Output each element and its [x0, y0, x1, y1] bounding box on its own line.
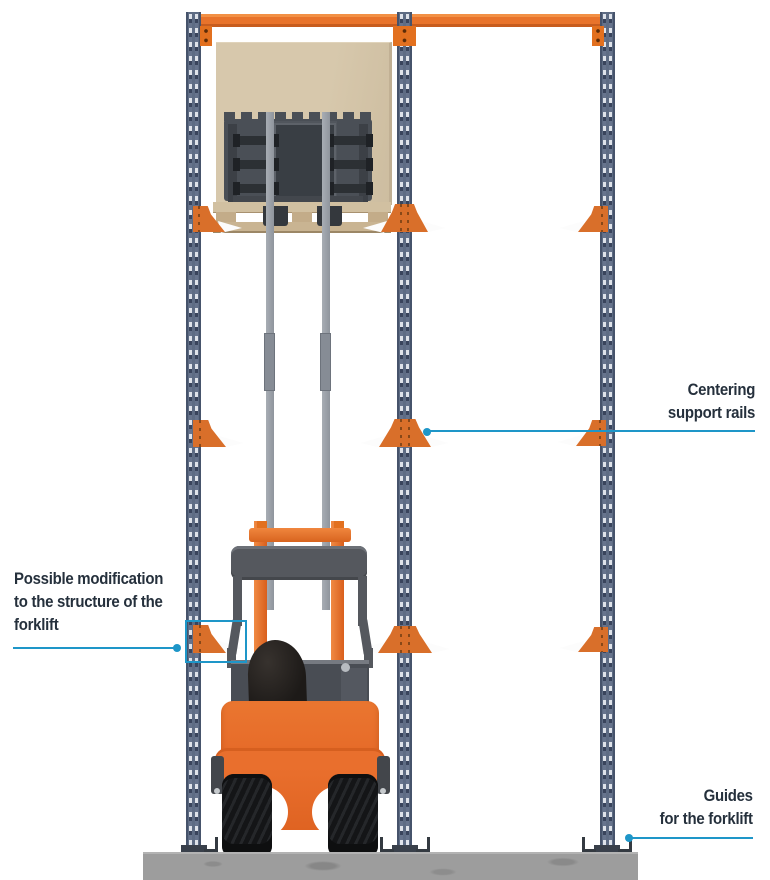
- side-marker-right: [380, 788, 386, 794]
- label-line: forklift: [14, 615, 59, 634]
- carriage-rod: [327, 134, 373, 147]
- side-step-left: [211, 756, 224, 794]
- centering-bracket: [193, 420, 226, 447]
- side-marker-left: [214, 788, 220, 794]
- label-line: to the structure of the: [14, 592, 163, 611]
- guard-leg-left: [227, 648, 236, 668]
- leader-line-centering: [429, 430, 755, 432]
- label-line: Guides: [703, 786, 753, 805]
- carriage-rod: [233, 182, 279, 195]
- centering-bracket: [378, 626, 432, 653]
- mast-crossbar-nub: [257, 521, 267, 529]
- forklift-guide: [618, 837, 632, 852]
- dashboard-knob: [341, 663, 350, 672]
- upright-base-plate: [392, 845, 418, 852]
- leader-dot-icon: [423, 428, 431, 436]
- carriage-teeth: [224, 112, 372, 121]
- wheel-right: [328, 774, 378, 858]
- pallet-block: [216, 212, 236, 222]
- label-possible-modification: Possible modification to the structure o…: [14, 567, 172, 636]
- beam-connector-middle: [393, 26, 416, 46]
- beam-connector-left: [200, 26, 212, 46]
- mast-section-left: [264, 333, 275, 391]
- label-line: for the forklift: [659, 809, 753, 828]
- carriage-rod: [327, 158, 373, 171]
- centering-bracket: [576, 420, 606, 446]
- upright-base-plate: [181, 845, 207, 852]
- leader-dot-icon: [625, 834, 633, 842]
- leader-line-modification: [13, 647, 177, 649]
- forklift-guide: [380, 837, 394, 852]
- upright-base-plate: [594, 845, 620, 852]
- label-line: Possible modification: [14, 569, 164, 588]
- carriage-side-plate-left: [228, 124, 237, 210]
- guard-leg-left: [233, 576, 242, 626]
- label-guides-forklift: Guides for the forklift: [660, 784, 753, 830]
- centering-bracket: [578, 206, 608, 232]
- label-line: Centering: [687, 380, 756, 399]
- centering-bracket: [578, 627, 608, 652]
- forklift-guide: [582, 837, 596, 852]
- beam-connector-right: [592, 26, 604, 46]
- carriage-rod: [327, 182, 373, 195]
- pallet-block: [368, 212, 388, 222]
- pallet-bottom-board: [213, 222, 391, 233]
- forklift-guide: [204, 837, 218, 852]
- label-line: support rails: [667, 403, 755, 422]
- guard-leg-right: [364, 648, 373, 668]
- highlight-box-modification: [185, 620, 247, 663]
- forklift-hood: [221, 701, 379, 757]
- floor: [143, 852, 638, 880]
- guard-leg-right: [358, 576, 367, 626]
- mast-crossbar: [249, 528, 351, 542]
- mast-crossbar-nub: [334, 521, 344, 529]
- label-centering-support-rails: Centering support rails: [668, 378, 755, 424]
- carriage-rod: [233, 134, 279, 147]
- carriage-rod: [233, 158, 279, 171]
- mast-section-right: [320, 333, 331, 391]
- forklift-guide: [416, 837, 430, 852]
- side-step-right: [377, 756, 390, 794]
- pallet-block: [292, 212, 312, 222]
- leader-dot-icon: [173, 644, 181, 652]
- overhead-guard: [231, 546, 367, 580]
- leader-line-guides: [630, 837, 753, 839]
- wheel-left: [222, 774, 272, 858]
